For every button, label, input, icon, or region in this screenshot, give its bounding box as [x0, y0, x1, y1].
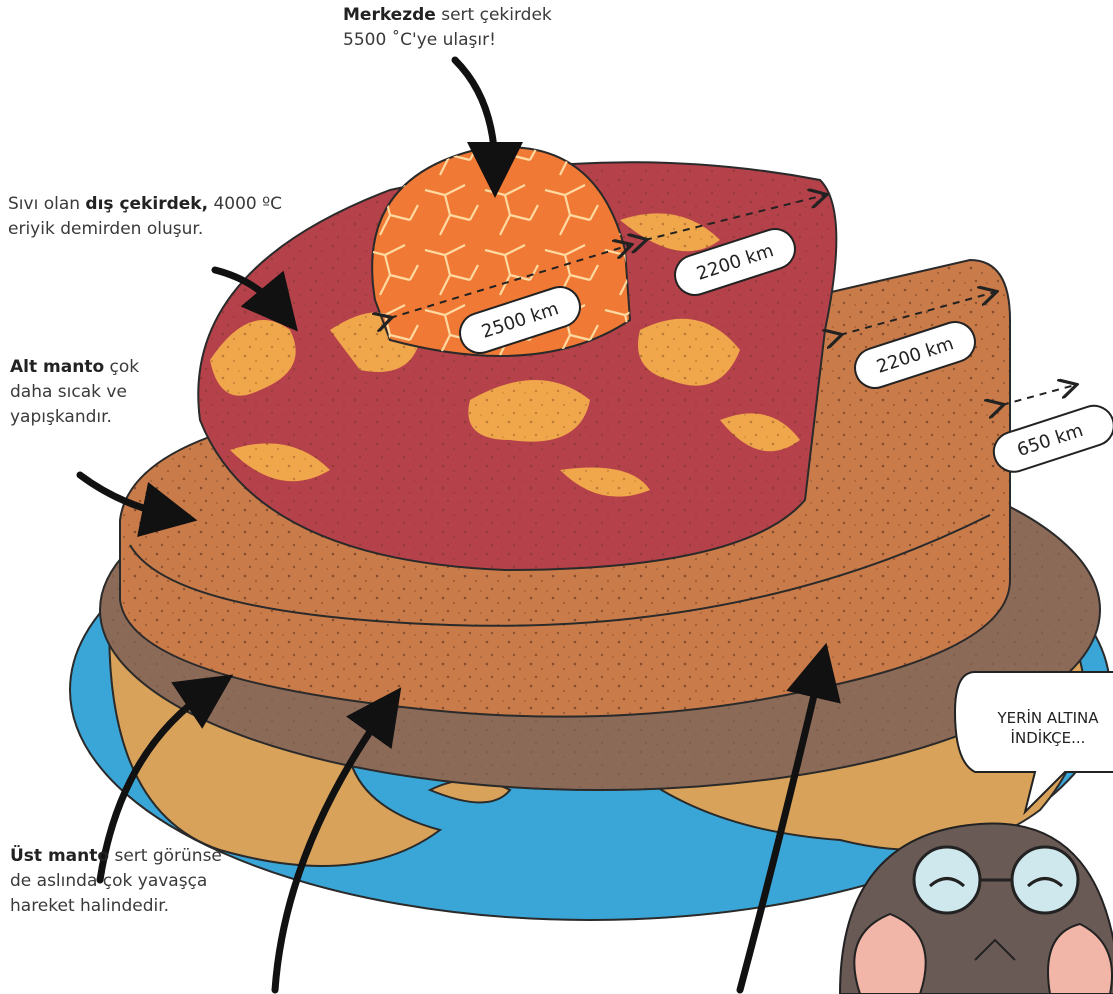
speech-bubble-text: YERİN ALTINA İNDİKÇE... [968, 708, 1113, 748]
caption-outer-core: Sıvı olan dış çekirdek, 4000 ºC eriyik d… [8, 192, 308, 242]
caption-inner-core: Merkezde sert çekirdek 5500 ˚C'ye ulaşır… [343, 3, 663, 53]
caption-upper-mantle: Üst manto sert görünse de aslında çok ya… [10, 844, 260, 919]
caption-lower-mantle: Alt manto çok daha sıcak ve yapışkandır. [10, 355, 170, 430]
